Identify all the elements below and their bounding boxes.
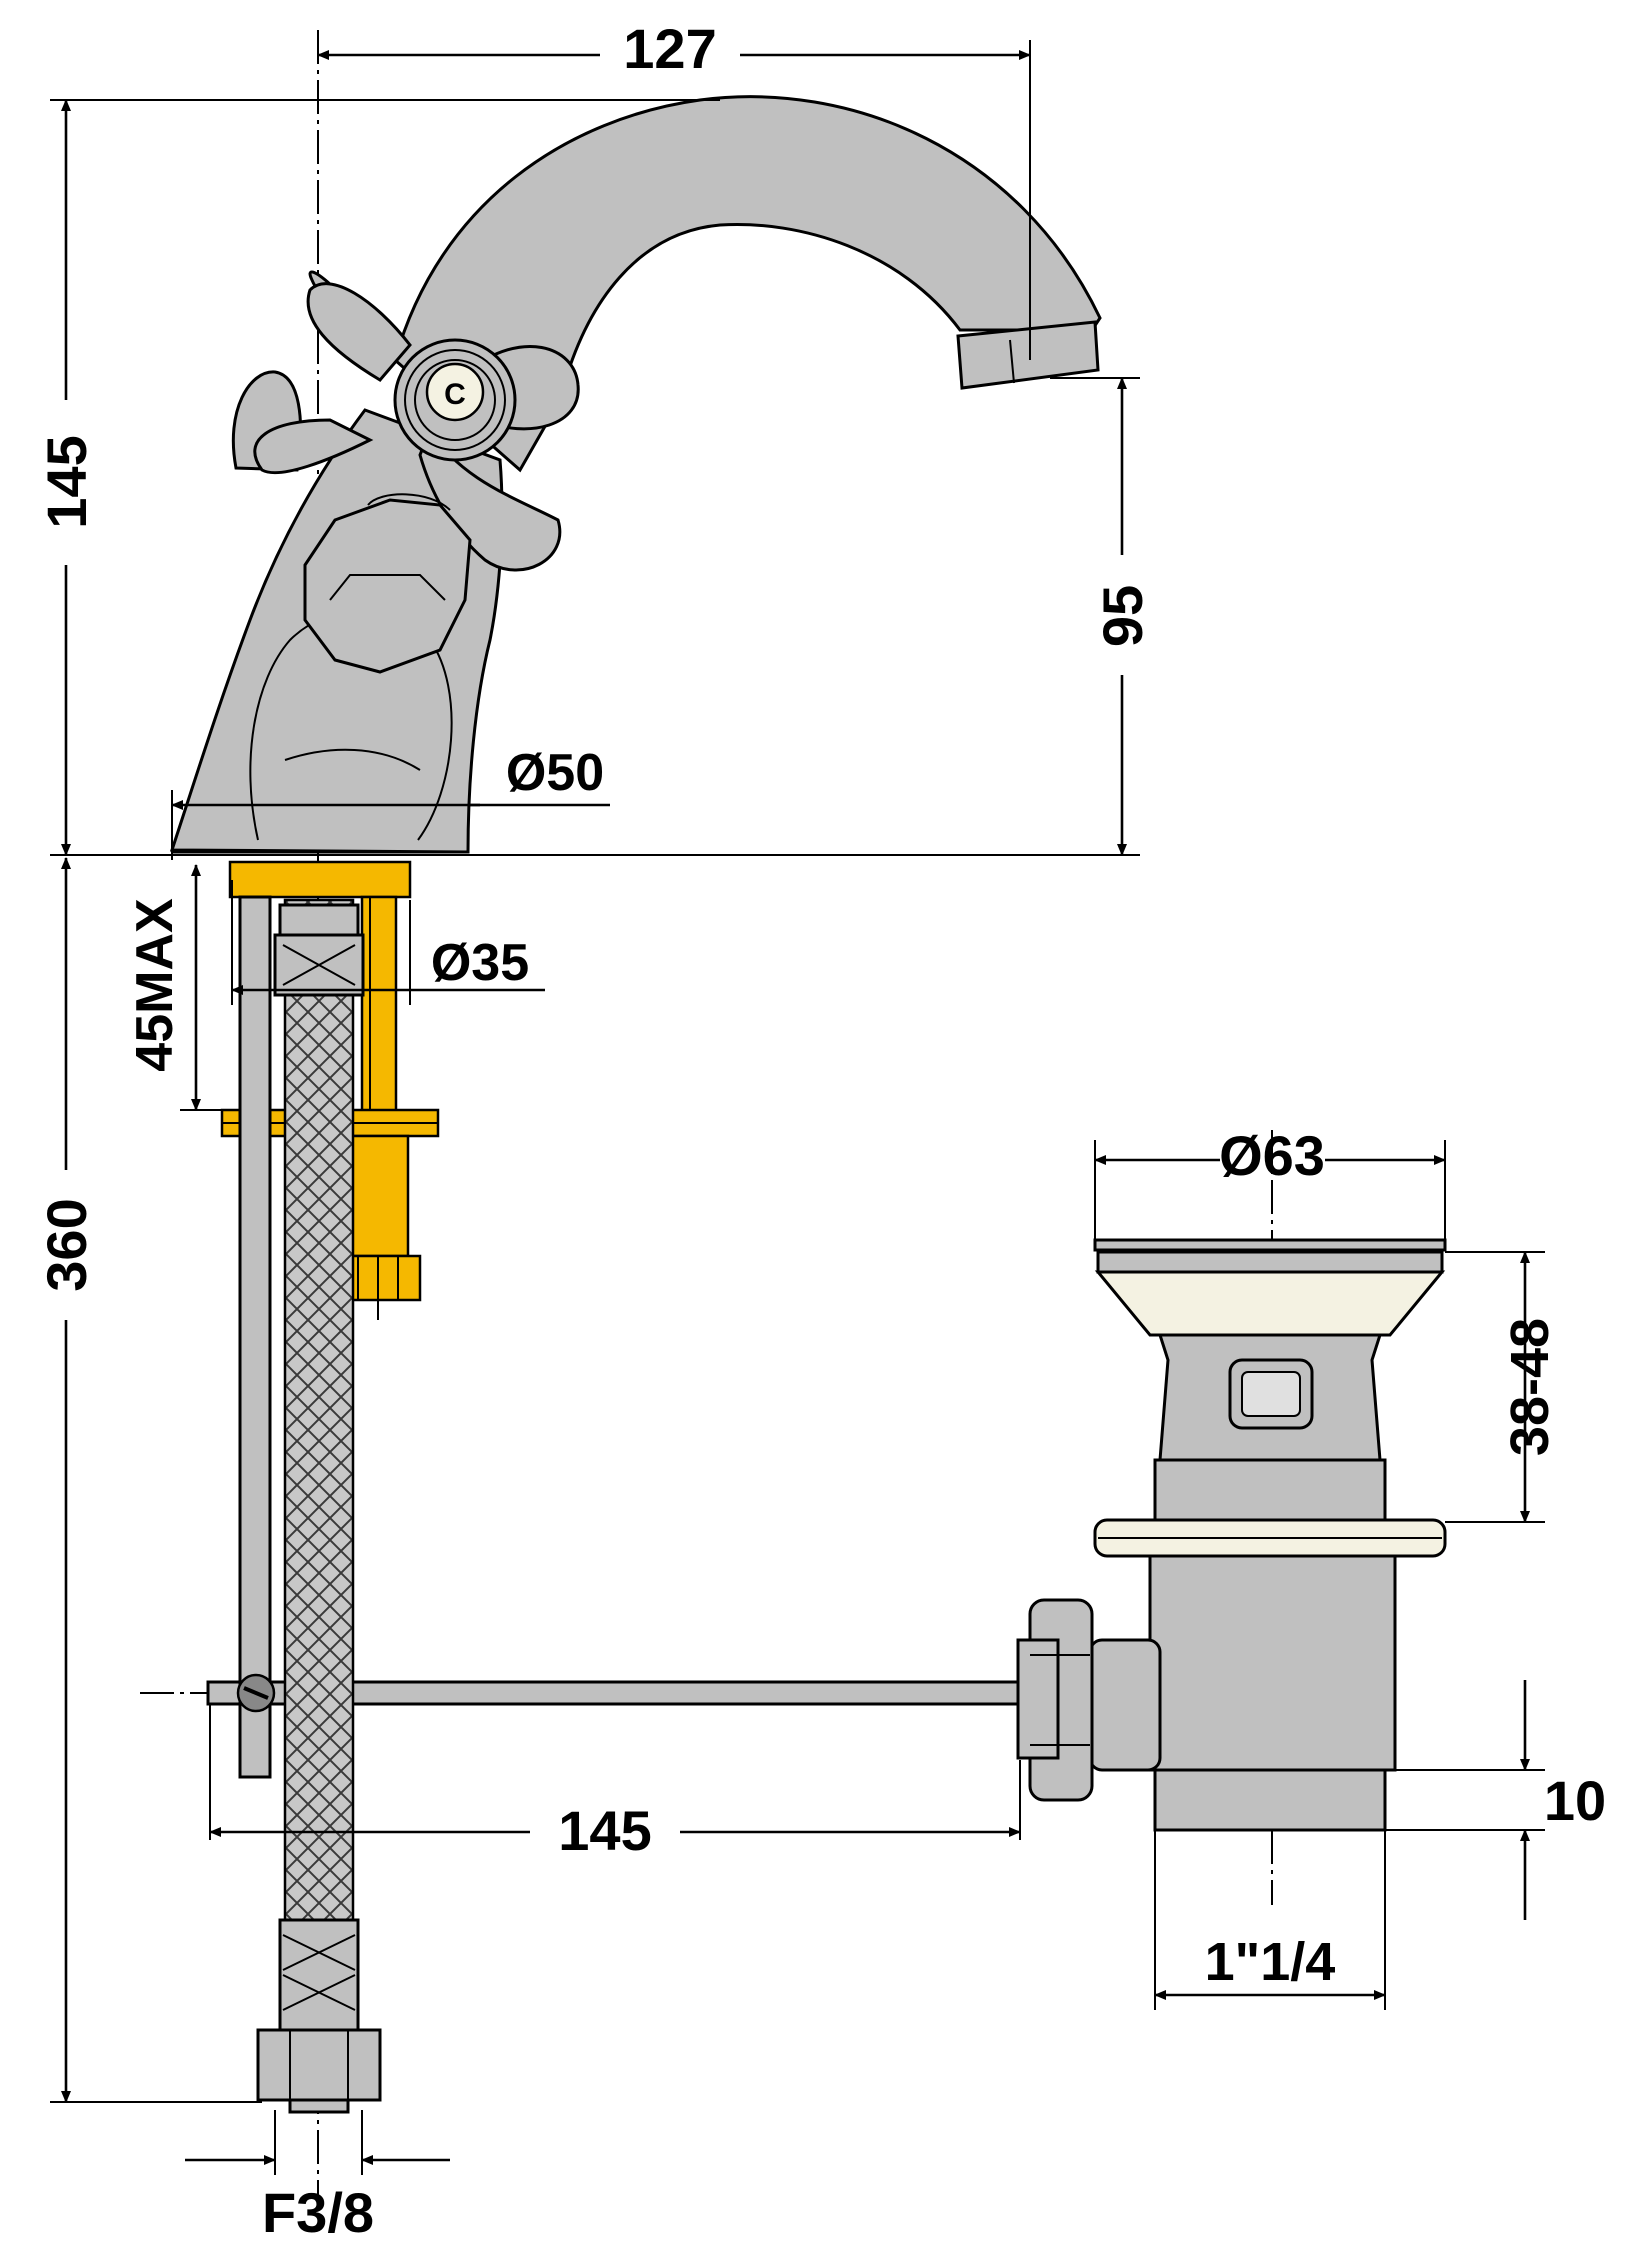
dim-d35: Ø35 — [231, 880, 545, 1005]
dim-1-1-4: 1"1/4 — [1154, 1830, 1386, 2010]
dim-label-d50: Ø50 — [506, 744, 604, 802]
dim-label-d35: Ø35 — [431, 934, 529, 992]
dim-10: 10 — [1385, 1680, 1606, 1920]
pop-up-waste — [1016, 1238, 1447, 1832]
dim-label-1-1-4: 1"1/4 — [1205, 1932, 1336, 1992]
dim-label-45max: 45MAX — [126, 898, 184, 1072]
handle-indicator — [425, 362, 485, 422]
dim-label-360: 360 — [35, 1198, 98, 1291]
dim-d50: Ø50 — [171, 744, 610, 860]
lift-rod — [206, 895, 1032, 1779]
hose-nut — [256, 2028, 382, 2102]
dim-label-d63: Ø63 — [1219, 1124, 1325, 1187]
tap-body: C — [169, 95, 1102, 854]
dim-f3-8: F3/8 — [185, 2110, 450, 2244]
dim-label-38-48: 38-48 — [1500, 1318, 1560, 1456]
waste-plug — [1093, 1238, 1447, 1252]
dim-label-145-height: 145 — [35, 435, 98, 528]
dim-38-48: 38-48 — [1445, 1251, 1560, 1523]
dim-label-10: 10 — [1544, 1769, 1606, 1832]
dim-label-145-rod: 145 — [558, 1799, 651, 1862]
aerator — [956, 320, 1100, 390]
waste-plug-cone — [1094, 1270, 1446, 1337]
dim-d63: Ø63 — [1094, 1124, 1446, 1245]
dim-145-rod: 145 — [209, 1705, 1021, 1862]
dim-127: 127 — [317, 17, 1031, 360]
valve-bonnet — [303, 498, 472, 674]
dim-360: 360 — [35, 857, 262, 2103]
dim-label-95: 95 — [1091, 585, 1154, 647]
dim-label-127: 127 — [623, 17, 716, 80]
flexible-hose — [256, 898, 382, 2114]
dim-label-f3-8: F3/8 — [262, 2181, 374, 2244]
handle-indicator-label: C — [444, 378, 466, 411]
dim-45max: 45MAX — [126, 864, 225, 1111]
dim-95: 95 — [1050, 377, 1154, 856]
dim-145-height: 145 — [35, 99, 1140, 856]
spout — [393, 95, 1102, 473]
